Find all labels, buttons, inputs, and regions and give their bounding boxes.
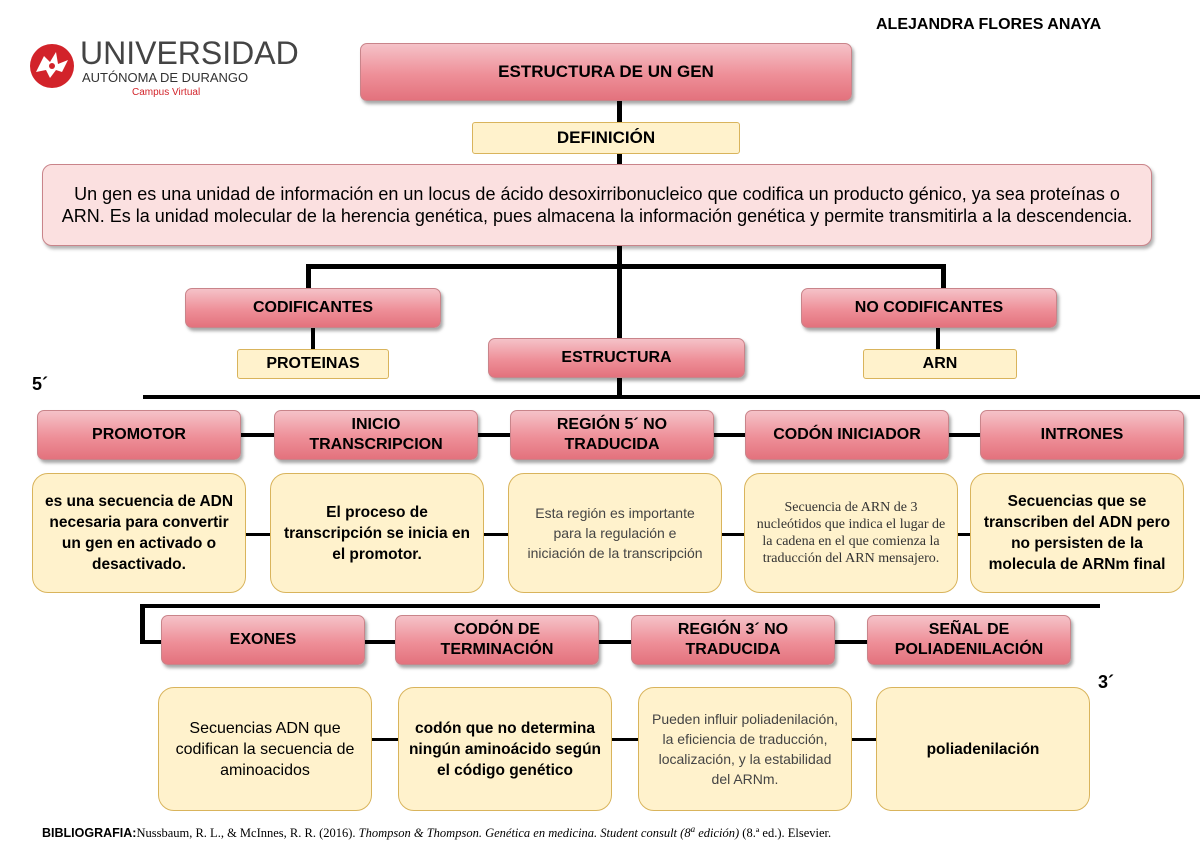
estructura-box: ESTRUCTURA (488, 338, 745, 378)
senal-poliadenilacion-box: SEÑAL DE POLIADENILACIÓN (867, 615, 1071, 665)
definition-label: DEFINICIÓN (472, 122, 740, 154)
senal-poliadenilacion-desc-text: poliadenilación (926, 740, 1040, 758)
promotor-box: PROMOTOR (37, 410, 241, 460)
region-5-box: REGIÓN 5´ NO TRADUCIDA (510, 410, 714, 460)
logo-campus-text: Campus Virtual (132, 87, 201, 98)
region-5-desc-text: Esta región es importante para la regula… (527, 505, 703, 561)
bibliography-sup: a (690, 824, 696, 834)
connector-branch-horizontal (306, 264, 946, 269)
intrones-desc: Secuencias que se transcriben del ADN pe… (970, 473, 1184, 593)
strand-return-bottom (140, 640, 165, 644)
codon-iniciador-box: CODÓN INICIADOR (745, 410, 949, 460)
promotor-desc-text: es una secuencia de ADN necesaria para c… (44, 493, 234, 573)
codificantes-box: CODIFICANTES (185, 288, 441, 328)
codon-terminacion-box: CODÓN DE TERMINACIÓN (395, 615, 599, 665)
arn-box: ARN (863, 349, 1017, 379)
inicio-transcripcion-desc-text: El proceso de transcripción se inicia en… (283, 503, 471, 563)
definition-box: Un gen es una unidad de información en u… (42, 164, 1152, 246)
intrones-desc-text: Secuencias que se transcriben del ADN pe… (983, 493, 1171, 573)
senal-poliadenilacion-desc: poliadenilación (876, 687, 1090, 811)
connector-right-drop (941, 264, 946, 288)
exones-desc-text: Secuencias ADN que codifican la secuenci… (175, 719, 355, 779)
logo-autonoma-text: AUTÓNOMA DE DURANGO (82, 70, 249, 85)
author-name: ALEJANDRA FLORES ANAYA (876, 16, 1102, 33)
intrones-box: INTRONES (980, 410, 1184, 460)
codon-terminacion-desc: codón que no determina ningún aminoácido… (398, 687, 612, 811)
strand-return-top (140, 604, 1100, 608)
strand-return-vertical (140, 604, 145, 644)
bibliography-label: BIBLIOGRAFIA: (42, 826, 137, 841)
bibliography-work-end: edición) (695, 826, 740, 841)
bibliography-authors: Nussbaum, R. L., & McInnes, R. R. (2016)… (136, 826, 359, 841)
no-codificantes-box: NO CODIFICANTES (801, 288, 1057, 328)
codon-iniciador-desc: Secuencia de ARN de 3 nucleótidos que in… (744, 473, 958, 593)
region-3-desc: Pueden influir poliadenilación, la efici… (638, 687, 852, 811)
connector-nocodificantes-sub (936, 326, 940, 350)
bibliography-rest: (8.ª ed.). Elsevier. (739, 826, 832, 841)
inicio-transcripcion-box: INICIO TRANSCRIPCION (274, 410, 478, 460)
title-box: ESTRUCTURA DE UN GEN (360, 43, 852, 101)
connector-main-vertical (617, 100, 622, 396)
exones-desc: Secuencias ADN que codifican la secuenci… (158, 687, 372, 811)
region-3-box: REGIÓN 3´ NO TRADUCIDA (631, 615, 835, 665)
codon-terminacion-desc-text: codón que no determina ningún aminoácido… (408, 719, 602, 779)
end-3-label: 3´ (1098, 672, 1115, 692)
bibliography: BIBLIOGRAFIA:Nussbaum, R. L., & McInnes,… (42, 821, 1192, 841)
exones-box: EXONES (161, 615, 365, 665)
bibliography-work: Thompson & Thompson. Genética en medicin… (358, 826, 691, 841)
definition-text: Un gen es una unidad de información en u… (61, 184, 1133, 226)
connector-left-drop (306, 264, 311, 288)
strand-5-line (143, 395, 1200, 399)
row2-connector (360, 640, 870, 644)
region-5-desc: Esta región es importante para la regula… (508, 473, 722, 593)
promotor-desc: es una secuencia de ADN necesaria para c… (32, 473, 246, 593)
row2-desc-connector (370, 738, 880, 741)
inicio-transcripcion-desc: El proceso de transcripción se inicia en… (270, 473, 484, 593)
codon-iniciador-desc-text: Secuencia de ARN de 3 nucleótidos que in… (756, 500, 946, 566)
proteinas-box: PROTEINAS (237, 349, 389, 379)
region-3-desc-text: Pueden influir poliadenilación, la efici… (651, 711, 839, 787)
wolf-emblem-icon (30, 44, 74, 88)
connector-codificantes-sub (311, 326, 315, 350)
university-logo: UNIVERSIDAD AUTÓNOMA DE DURANGO Campus V… (28, 36, 299, 103)
logo-university-text: UNIVERSIDAD (80, 35, 299, 71)
end-5-label: 5´ (32, 374, 49, 394)
